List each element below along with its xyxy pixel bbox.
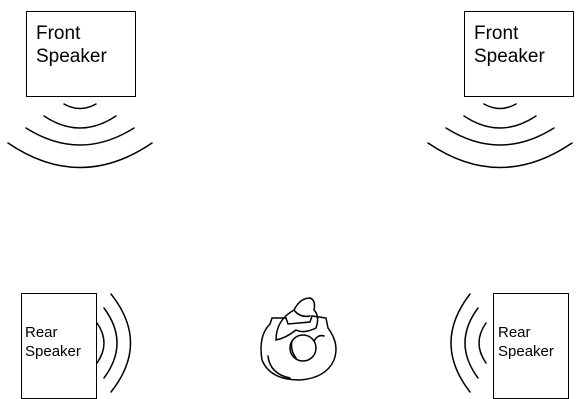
rear-left-sound-waves-icon: [96, 293, 132, 393]
rear-left-speaker-label-line2: Speaker: [25, 343, 81, 360]
rear-left-speaker: Rear Speaker: [21, 293, 97, 399]
listener-icon: [260, 297, 337, 381]
front-left-speaker: Front Speaker: [26, 11, 136, 97]
front-right-sound-waves-icon: [427, 103, 573, 169]
front-left-speaker-label-line1: Front: [36, 23, 81, 44]
front-left-sound-waves-icon: [7, 103, 153, 169]
rear-right-speaker: Rear Speaker: [493, 293, 569, 399]
rear-right-speaker-label-line2: Speaker: [498, 343, 554, 360]
front-right-speaker: Front Speaker: [464, 11, 574, 97]
rear-right-speaker-label-line1: Rear: [498, 324, 531, 341]
front-left-speaker-label-line2: Speaker: [36, 46, 107, 67]
front-right-speaker-label-line2: Speaker: [474, 46, 545, 67]
front-right-speaker-label-line1: Front: [474, 23, 519, 44]
rear-left-speaker-label-line1: Rear: [25, 324, 58, 341]
rear-right-sound-waves-icon: [450, 293, 487, 393]
